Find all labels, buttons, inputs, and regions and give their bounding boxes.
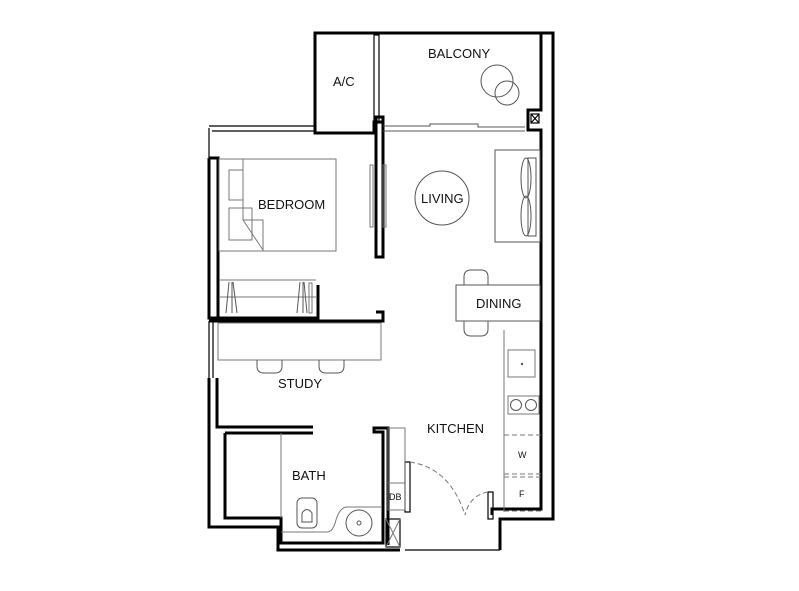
bed	[218, 158, 337, 252]
basin-icon	[345, 509, 373, 537]
kitchen-counter	[503, 330, 541, 512]
sofa	[494, 149, 541, 243]
balcony-drain-icon	[530, 113, 540, 124]
wardrobe	[219, 279, 316, 314]
sink-icon	[507, 349, 536, 378]
stove-icon	[507, 395, 540, 415]
study-desk	[217, 322, 382, 374]
balcony-sliding-door	[383, 123, 525, 132]
room-labels: BALCONY A/C BEDROOM LIVING DINING STUDY …	[258, 46, 527, 502]
bathroom-fixtures	[280, 433, 382, 537]
exterior-walls	[207, 31, 555, 552]
washer-label: W	[518, 450, 527, 460]
bedroom-sliding-door	[369, 164, 387, 228]
living-label-circle	[414, 170, 470, 226]
study-label: STUDY	[278, 376, 322, 391]
dining-label: DINING	[476, 296, 522, 311]
toilet-icon	[296, 497, 318, 529]
fridge-label: F	[519, 489, 525, 499]
balcony-label: BALCONY	[428, 46, 490, 61]
living-label: LIVING	[421, 191, 464, 206]
bath-label: BATH	[292, 468, 326, 483]
kitchen-label: KITCHEN	[427, 421, 484, 436]
ac-label: A/C	[333, 74, 355, 89]
bedroom-label: BEDROOM	[258, 197, 325, 212]
db-cabinet	[385, 427, 406, 548]
shaft-icon	[385, 518, 401, 548]
db-label: DB	[389, 492, 402, 502]
entry-door-swing	[409, 461, 489, 516]
dining-table	[455, 269, 541, 337]
ac-partition	[373, 34, 380, 124]
balcony-chair	[480, 64, 520, 106]
